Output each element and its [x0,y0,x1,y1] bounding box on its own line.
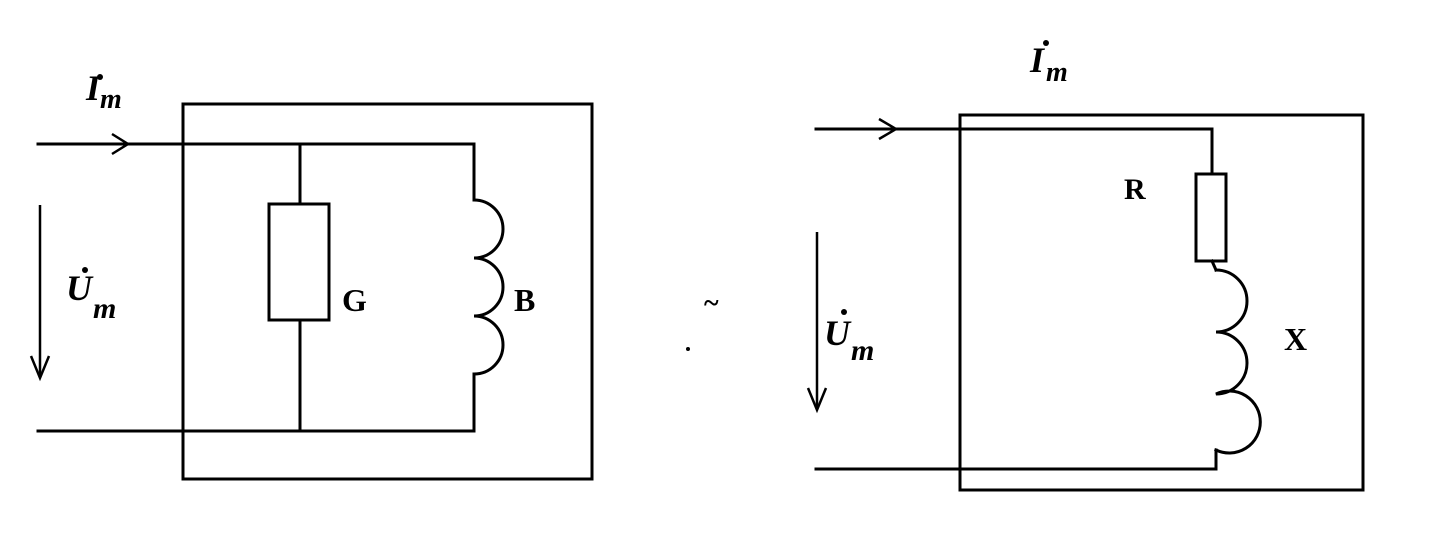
reactance-inductor [1214,268,1262,455]
resistance-label: R [1124,173,1146,206]
right-voltage-label: U m [824,309,874,367]
susceptance-label: B [514,282,535,318]
separator-dot [686,347,690,351]
right-current-symbol: I [1029,40,1046,80]
left-voltage-subscript: m [93,292,116,325]
left-voltage-label: U m [66,267,116,325]
left-circuit: I m U m G B [29,68,594,481]
left-voltage-symbol: U [66,268,94,308]
right-current-label: I m [1029,40,1068,88]
right-current-dot [1043,40,1049,46]
conductance-label: G [342,282,367,318]
left-voltage-dot [82,267,88,273]
resistance-resistor [1194,172,1228,263]
left-current-arrow [111,132,131,156]
equivalence-symbol: ~ [704,288,719,319]
conductance-resistor [267,202,331,322]
left-current-dot [97,74,103,80]
right-box [958,113,1365,492]
left-current-symbol: I [85,68,102,108]
left-box [181,102,594,481]
left-voltage-arrow-head [29,355,51,382]
right-voltage-arrow-head [806,387,828,414]
left-current-subscript: m [100,84,122,115]
right-current-arrow [878,117,899,141]
right-voltage-symbol: U [824,313,852,353]
right-voltage-subscript: m [851,334,874,367]
reactance-label: X [1284,321,1307,357]
right-circuit: I m U m R X [806,40,1365,492]
right-voltage-dot [841,309,847,315]
susceptance-inductor [472,198,505,376]
left-current-label: I m [85,68,122,115]
right-current-subscript: m [1046,57,1068,88]
